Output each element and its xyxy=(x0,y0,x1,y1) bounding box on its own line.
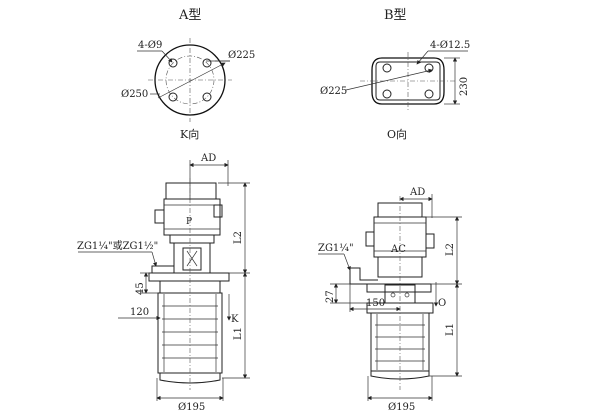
mounting-plate xyxy=(148,272,230,282)
pump-b-motor-label: AC xyxy=(390,244,406,255)
view-b-square: 230 xyxy=(459,77,470,96)
pump-b-27: 27 xyxy=(325,290,336,303)
inlet-pipe xyxy=(151,265,174,274)
pump-b-base: Ø195 xyxy=(388,402,415,413)
pump-a-base: Ø195 xyxy=(178,402,205,413)
pump-a-l1: L1 xyxy=(233,327,244,340)
pump-a-45: 45 xyxy=(135,282,146,295)
pump-stack xyxy=(370,312,430,372)
bolt xyxy=(390,292,396,298)
coupling-detail xyxy=(186,250,198,267)
square-flange xyxy=(371,57,445,105)
pump-a-inlet: ZG1¼"或ZG1½" xyxy=(77,240,158,252)
pump-a-motor-label: P xyxy=(186,217,192,227)
diameter-line xyxy=(157,62,226,99)
leader xyxy=(343,253,351,271)
pump-a-l2: L2 xyxy=(233,231,244,244)
view-b-holes: 4-Ø12.5 xyxy=(430,40,470,51)
pump-b-elevation: AD AC L2 L1 xyxy=(318,187,462,413)
pump-b-o: O xyxy=(438,298,446,309)
pump-a-ad: AD xyxy=(200,153,216,164)
bolt xyxy=(404,292,410,298)
motor-terminal-box xyxy=(365,231,375,247)
view-a-holes: 4-Ø9 xyxy=(138,40,162,51)
leader xyxy=(151,251,158,267)
view-a-od: Ø250 xyxy=(121,89,148,100)
pump-b-ad: AD xyxy=(409,187,425,198)
coupling xyxy=(182,247,202,271)
pump-b-inlet: ZG1¼" xyxy=(318,243,354,254)
pump-a-120: 120 xyxy=(130,307,149,318)
motor-side-box xyxy=(425,233,435,249)
pump-b-150: 150 xyxy=(366,298,385,309)
pump-b-l2: L2 xyxy=(445,243,456,256)
diameter-line xyxy=(345,68,433,91)
leader xyxy=(161,50,173,63)
motor-flange xyxy=(169,234,215,244)
bolt-hole xyxy=(382,63,392,73)
view-a-caption: K向 xyxy=(180,127,199,141)
inlet-pipe xyxy=(349,267,378,285)
view-a-title: A型 xyxy=(178,8,201,23)
pump-a-k: K xyxy=(231,314,239,325)
pump-a-elevation: AD P xyxy=(77,153,250,413)
bolt-hole xyxy=(202,58,212,68)
pump-b-l1: L1 xyxy=(445,323,456,336)
motor-fan-cover xyxy=(165,182,217,200)
bolt-hole xyxy=(382,89,392,99)
square-inner xyxy=(375,61,441,101)
view-b-title: B型 xyxy=(384,8,407,23)
leader xyxy=(416,50,429,65)
view-b-pcd: Ø225 xyxy=(320,86,347,97)
motor-side-box xyxy=(213,204,223,218)
motor-terminal-box xyxy=(154,209,165,224)
bolt-hole xyxy=(168,58,178,68)
view-a-flange: A型 4-Ø9 Ø225 Ø250 K向 xyxy=(121,8,255,141)
view-b-flange: B型 4-Ø12.5 Ø225 230 O向 xyxy=(320,8,470,141)
view-b-caption: O向 xyxy=(387,127,407,141)
bolt-hole xyxy=(424,89,434,99)
mounting-plate xyxy=(366,283,432,293)
view-a-pcd: Ø225 xyxy=(228,50,255,61)
bolt-hole xyxy=(202,92,212,102)
bolt-hole xyxy=(168,92,178,102)
